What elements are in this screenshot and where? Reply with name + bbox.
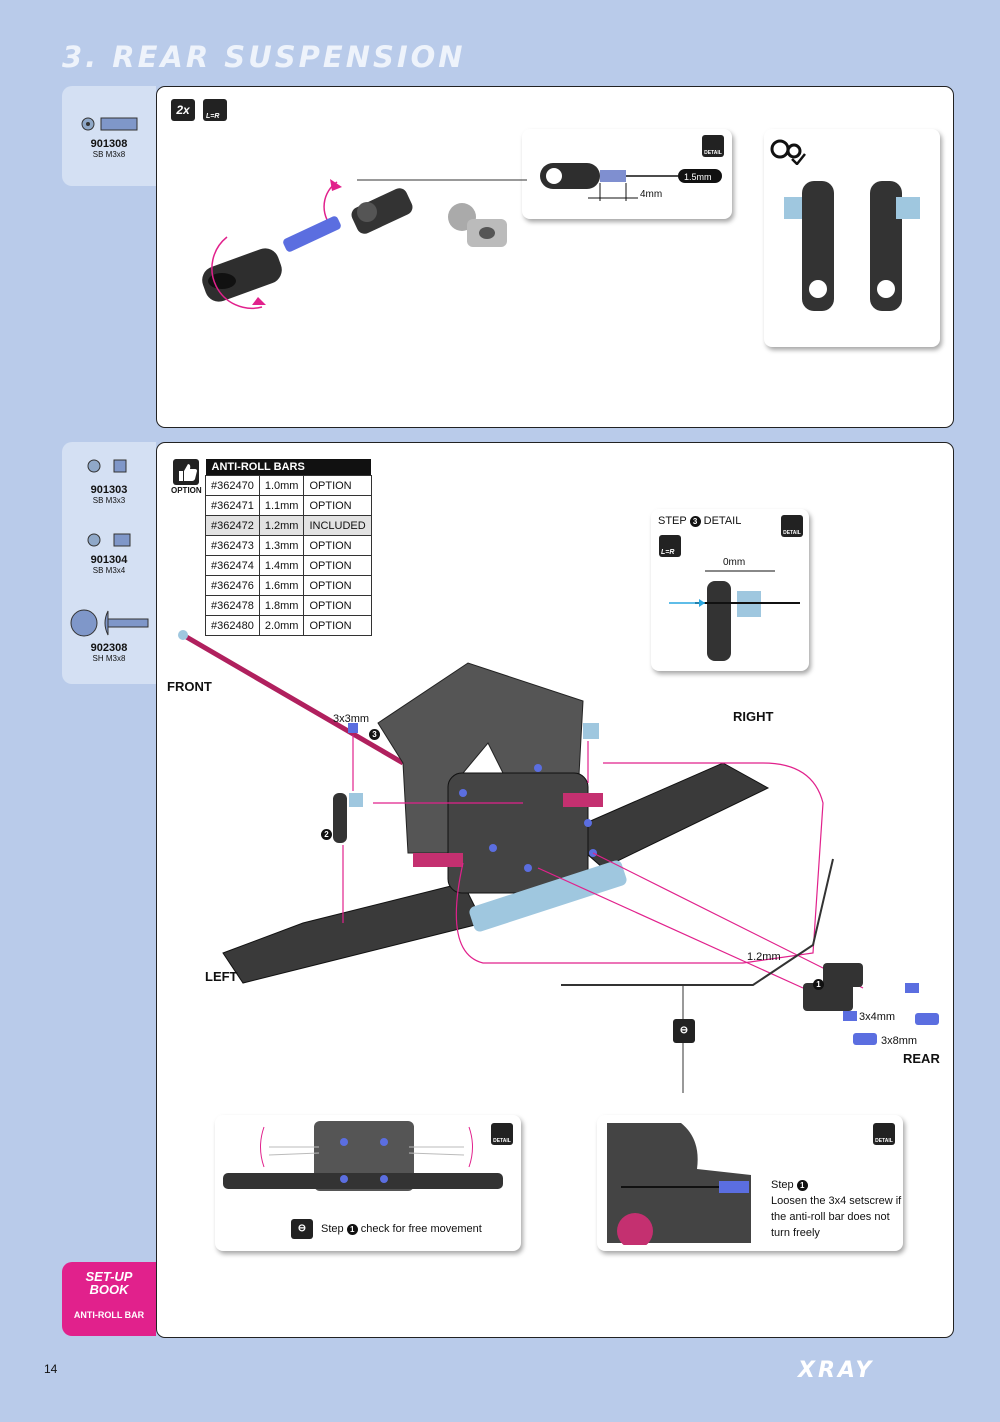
section-title: 3. REAR SUSPENSION [62,40,466,74]
part-desc: SB M3x3 [92,496,126,505]
right-label: RIGHT [733,709,774,724]
step3-detail-title: STEP 3 DETAIL [658,515,742,527]
gearbox-closeup [607,1123,751,1245]
setscrew-3-icon [87,459,127,473]
anti-roll-bar-movement [223,1121,503,1191]
part-number: 901304 [90,554,128,566]
lr-badge: L=R [659,535,681,557]
leader-line [357,179,527,181]
setscrew-instruction-2: the anti-roll bar does not [771,1211,890,1223]
bar-size-label: 1.2mm [747,951,781,963]
quantity-badge: 2x [171,99,195,121]
setscrew-detail-inset: DETAIL Step 1 Loosen the 3x4 setscrew if… [597,1115,903,1251]
setscrew-size-label: 3x3mm [333,713,370,725]
setscrew-4-icon [87,533,131,547]
step-number-1: 1 [813,979,824,990]
brand-logo: XRAY [798,1358,875,1383]
setscrew-instruction-3: turn freely [771,1227,820,1239]
length-dim-label: 4mm [640,189,663,200]
zero-mm-label: 0mm [723,557,746,568]
part-number: 901308 [90,138,128,150]
page-number: 14 [44,1362,58,1376]
setscrew-alignment [669,570,800,661]
step-number-2: 2 [321,829,332,840]
detail-icon: DETAIL [702,135,724,157]
part-number: 902308 [90,642,128,654]
thumbs-up-icon [173,459,199,485]
inset-step-label: Step 1 [771,1179,808,1191]
step-number-3: 3 [369,729,380,740]
setup-book-caption: ANTI-ROLL BAR [73,1310,145,1320]
rear-suspension-assembly [178,630,939,1093]
detail-icon: DETAIL [873,1123,895,1145]
setup-book-line1: SET-UP [85,1269,133,1284]
detail-icon: DETAIL [781,515,803,537]
gear-check-icon [770,139,806,165]
setup-book-badge: SET-UP BOOK ANTI-ROLL BAR [62,1262,156,1336]
rear-label: REAR [903,1051,940,1066]
check-inset [764,129,940,347]
screw-icon [81,117,138,131]
front-label: FRONT [167,679,212,694]
free-movement-text: Step 1 check for free movement [321,1223,482,1235]
screw4-size-label: 3x4mm [859,1011,896,1023]
ball-end-measure [540,163,722,201]
detail-inset-length: DETAIL 1.5mm 4mm [522,129,732,219]
part-desc: SH M3x8 [92,654,126,663]
left-label: LEFT [205,969,238,984]
setup-book-line2: BOOK [89,1282,129,1297]
step3-detail-inset: STEP 3 DETAIL DETAIL L=R 0mm [651,509,809,671]
part-desc: SB M3x4 [92,566,126,575]
setscrew-instruction-1: Loosen the 3x4 setscrew if [771,1195,902,1207]
tool-icon: ⊖ [291,1219,313,1239]
lr-badge-text: L=R [206,113,220,120]
detail-icon: DETAIL [491,1123,513,1145]
option-label: OPTION [171,486,202,495]
ball-ends-pair [784,181,920,311]
lr-badge: L=R [203,99,227,121]
screw8-size-label: 3x8mm [881,1035,918,1047]
step1-panel: 2x L=R DETAIL 1.5mm 4mm [156,86,954,428]
ball-end-assembly [202,179,507,310]
table-header: ANTI-ROLL BARS [205,459,372,476]
tool-icon: ⊖ [673,1019,695,1043]
button-screw-icon [70,609,149,637]
part-number: 901303 [90,484,128,496]
free-movement-inset: DETAIL ⊖ Step 1 check for free movement [215,1115,521,1251]
part-desc: SB M3x8 [92,150,126,159]
tool-label: 1.5mm [684,172,712,182]
